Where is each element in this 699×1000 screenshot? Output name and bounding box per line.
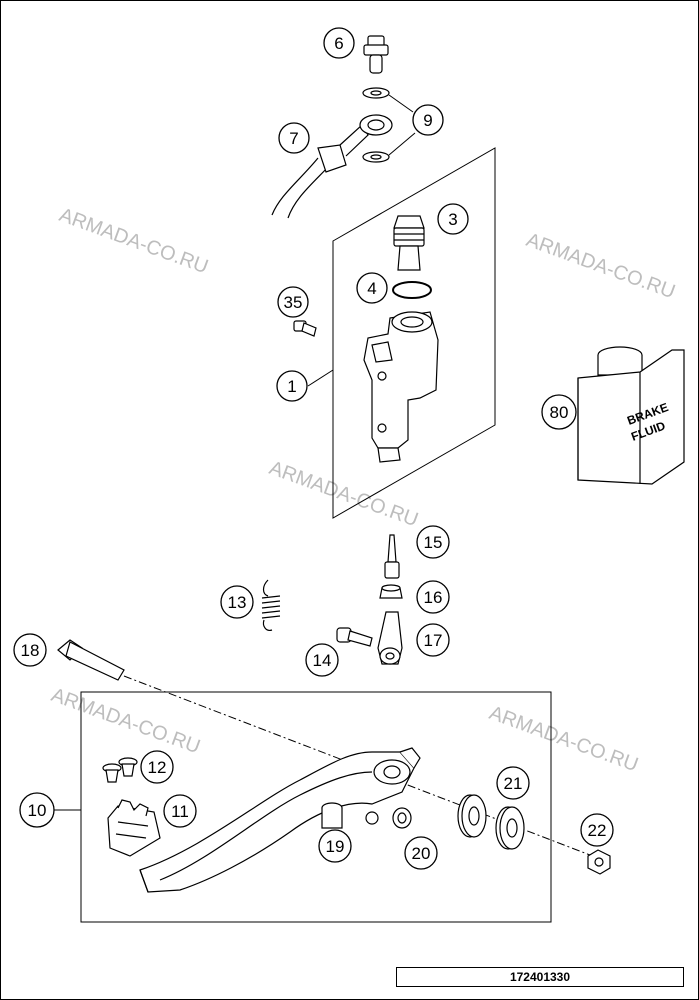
callout-number: 7 <box>289 129 298 148</box>
master-cylinder-body <box>363 311 439 463</box>
reservoir-fitting <box>393 215 425 271</box>
callout: 21 <box>496 766 530 800</box>
leader-line <box>388 94 414 113</box>
callout-number: 80 <box>550 403 569 422</box>
brake-pedal-tip <box>107 799 161 857</box>
callout-number: 22 <box>588 821 607 840</box>
callout-number: 16 <box>424 588 443 607</box>
banjo-bolt <box>363 35 389 74</box>
master-cylinder-group-panel <box>332 147 496 519</box>
callout: 35 <box>277 286 309 318</box>
callout-number: 12 <box>148 758 167 777</box>
callout: 16 <box>416 580 450 614</box>
callout: 22 <box>580 813 614 847</box>
assembly-axis <box>123 675 591 856</box>
lever-group-box <box>80 691 552 923</box>
callout-number: 9 <box>423 111 432 130</box>
brake-hose <box>271 114 393 219</box>
push-rod <box>384 534 400 579</box>
callout-number: 6 <box>334 34 343 53</box>
screw <box>293 320 317 337</box>
callout: 9 <box>412 104 444 136</box>
callout-number: 17 <box>424 631 443 650</box>
lock-nut <box>587 849 611 875</box>
clevis-pin <box>336 627 373 647</box>
washers <box>362 87 390 163</box>
callout-number: 35 <box>284 293 303 312</box>
callout: 1 <box>276 370 308 402</box>
part-number-box: 172401330 <box>396 967 684 987</box>
callout: 3 <box>437 203 469 235</box>
callout: 80 <box>541 394 577 430</box>
watermark: ARMADA-CO.RU <box>486 702 641 776</box>
callout-number: 1 <box>287 377 296 396</box>
callout: 14 <box>305 643 339 677</box>
watermark: ARMADA-CO.RU <box>56 204 211 278</box>
callout-number: 21 <box>504 774 523 793</box>
callout: 7 <box>278 122 310 154</box>
clevis <box>377 611 403 665</box>
callout: 4 <box>356 272 388 304</box>
callout: 19 <box>318 829 352 863</box>
callout: 11 <box>163 794 197 828</box>
bushing <box>102 757 138 783</box>
callout-number: 18 <box>21 641 40 660</box>
callout-number: 14 <box>313 651 332 670</box>
leader-lines <box>54 369 334 811</box>
callout: 12 <box>140 750 174 784</box>
callout-number: 20 <box>412 844 431 863</box>
watermark: ARMADA-CO.RU <box>523 229 678 303</box>
callout-number: 13 <box>228 593 247 612</box>
brake-fluid-bottle <box>577 346 685 485</box>
pivot-bolt <box>57 639 125 681</box>
callout: 20 <box>404 836 438 870</box>
brake-lever <box>139 747 421 893</box>
spacer-sleeve <box>321 802 343 829</box>
watermark: ARMADA-CO.RU <box>266 457 421 531</box>
callout: 15 <box>416 525 450 559</box>
leader-line <box>388 132 416 156</box>
callout: 17 <box>416 623 450 657</box>
callout-number: 11 <box>171 802 189 821</box>
callout-number: 15 <box>424 533 443 552</box>
watermark: ARMADA-CO.RU <box>48 684 203 758</box>
callout-number: 10 <box>28 801 47 820</box>
bearings <box>457 794 525 850</box>
callout-number: 3 <box>448 210 457 229</box>
hex-nut <box>379 584 403 599</box>
callout: 18 <box>13 633 47 667</box>
callout-number: 19 <box>326 837 345 856</box>
seal-washer <box>392 807 412 829</box>
callout: 13 <box>220 585 254 619</box>
return-spring <box>261 579 281 631</box>
callout: 6 <box>323 27 355 59</box>
o-ring <box>392 281 432 299</box>
callout-number: 4 <box>367 279 376 298</box>
callout: 10 <box>19 792 55 828</box>
